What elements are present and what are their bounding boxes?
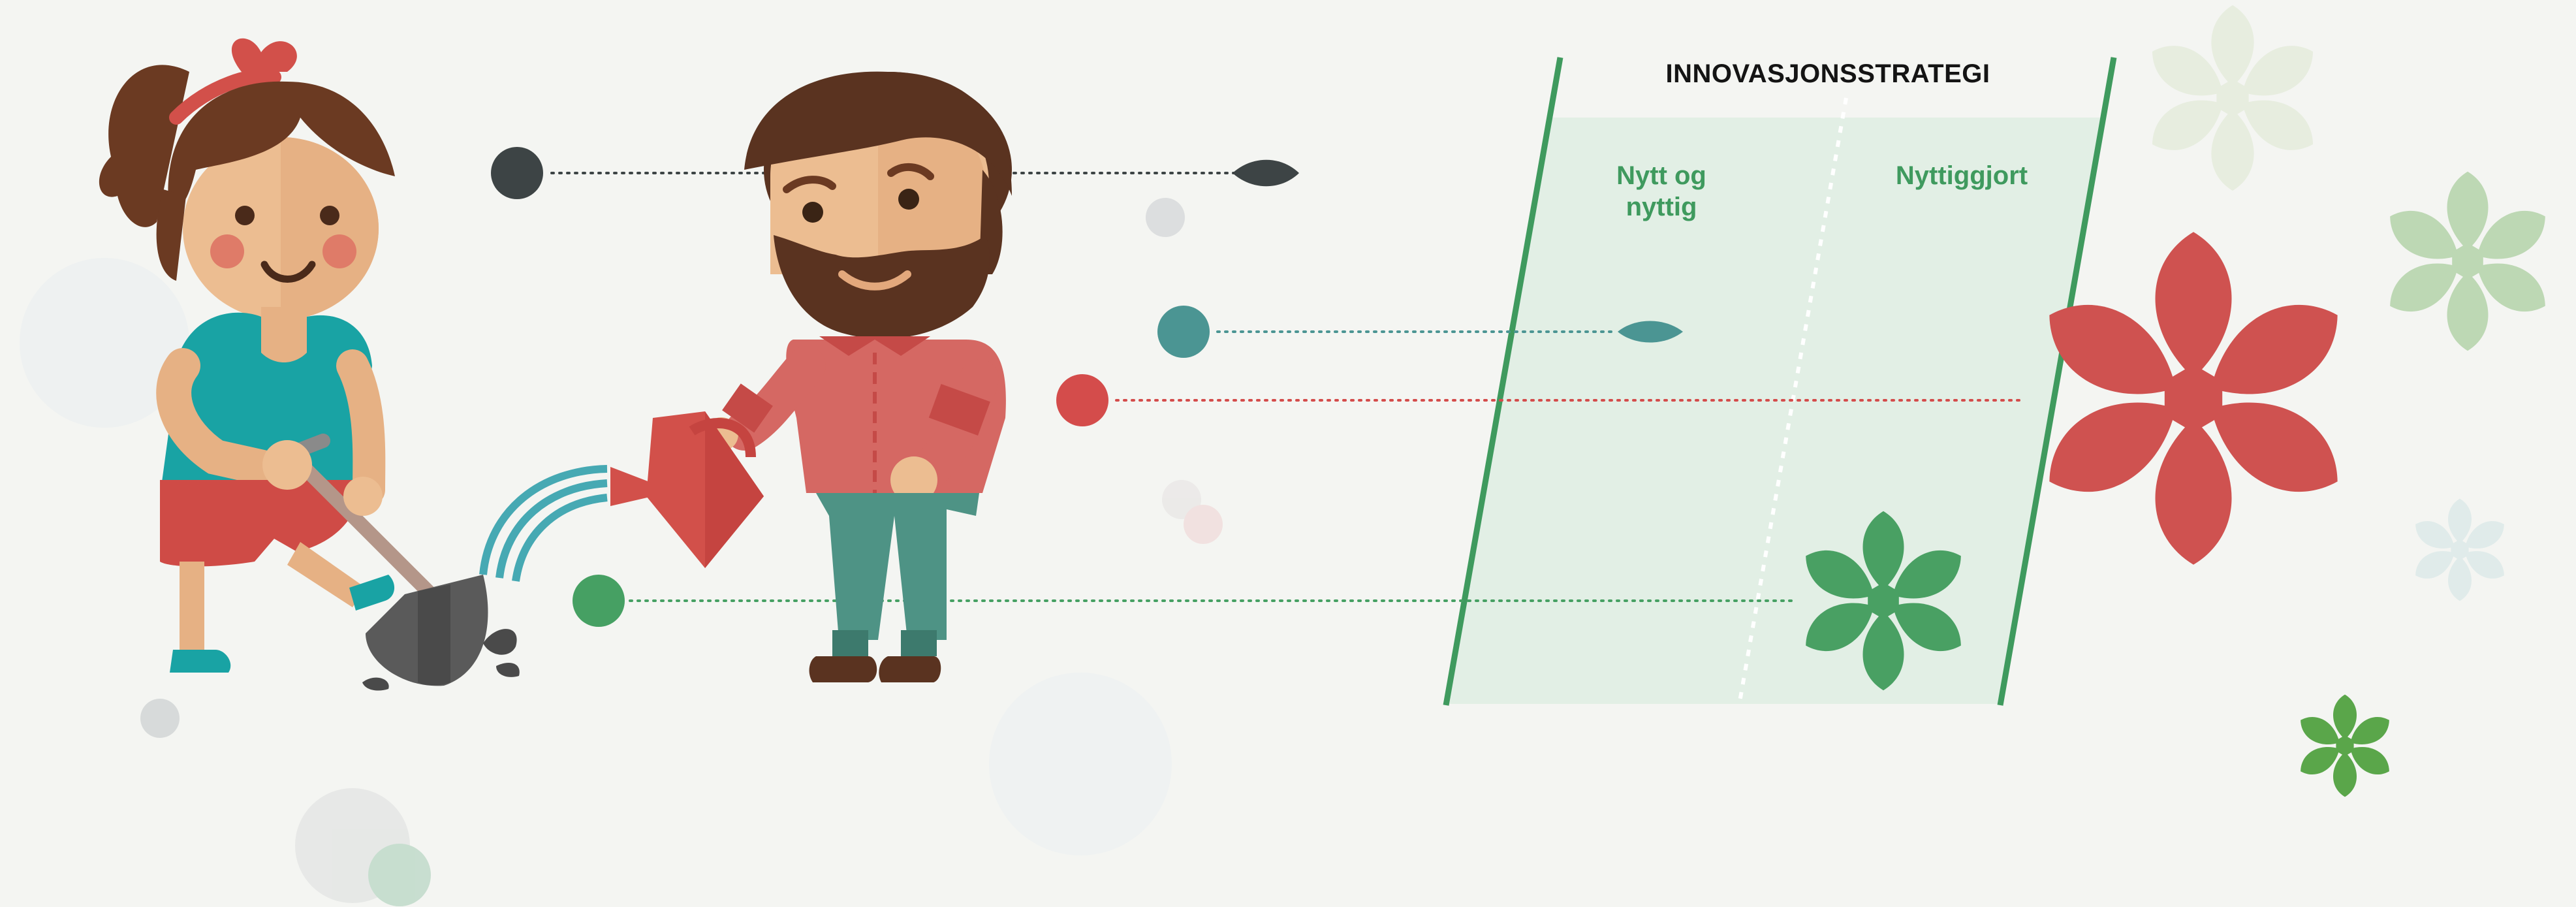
background-bubbles: [20, 198, 1223, 906]
green-flower-right: [2380, 171, 2556, 351]
large-red-flower-icon: [2030, 232, 2357, 565]
faded-flower-small-right: [2410, 498, 2510, 601]
dot-red: [1056, 374, 1108, 426]
dot-idea: [491, 147, 543, 199]
girl-with-shovel-illustration: [99, 38, 520, 691]
column-label-nytt-line2: nyttig: [1626, 193, 1697, 221]
dot-green: [573, 575, 625, 627]
faded-flower-top-right: [2141, 5, 2324, 191]
column-label-nyttiggjort: Nyttiggjort: [1896, 161, 2028, 190]
small-green-flower-bottom-right: [2295, 694, 2395, 797]
connector-lines: [550, 172, 2025, 602]
dot-teal: [1157, 306, 1210, 358]
column-divider: [1737, 97, 1848, 706]
strategy-panel: INNOVASJONSSTRATEGI Nytt og nyttig Nytti…: [1443, 57, 2117, 706]
stage-dots: [491, 147, 1210, 627]
seed-icon: [1233, 159, 1299, 187]
column-label-nytt-line1: Nytt og: [1616, 161, 1706, 190]
bearded-man-with-watering-can-illustration: [479, 71, 1012, 682]
sprout-icon: [1618, 321, 1683, 343]
strategy-title: INNOVASJONSSTRATEGI: [1666, 59, 1990, 88]
